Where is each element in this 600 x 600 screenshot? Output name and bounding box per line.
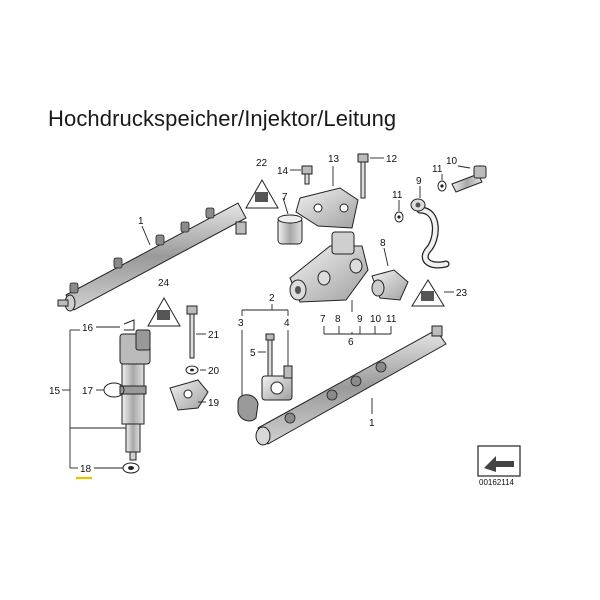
label-12: 12 (386, 154, 398, 165)
label-4: 4 (284, 318, 290, 329)
pressure-control-block (289, 231, 369, 303)
label-6: 6 (348, 337, 354, 348)
pipe-assembly (410, 198, 450, 269)
diagram-code: 00162114 (479, 478, 515, 487)
label-23: 23 (456, 288, 468, 299)
label-1-left: 1 (138, 216, 144, 227)
callout-bracket-6 (323, 300, 392, 335)
label-11-top: 11 (432, 164, 443, 175)
label-19: 19 (208, 398, 220, 409)
washer-18 (122, 462, 140, 474)
sleeve-7 (277, 214, 303, 245)
bolt-14 (301, 165, 313, 185)
label-14: 14 (277, 166, 289, 177)
label-17: 17 (82, 386, 94, 397)
label-10-bottom: 10 (370, 314, 382, 325)
bracket-13 (295, 187, 359, 229)
clip-16 (123, 319, 135, 331)
warning-symbol-23 (411, 279, 445, 307)
page-title: Hochdruckspeicher/Injektor/Leitung (48, 106, 397, 131)
washer-11-top (437, 180, 447, 192)
label-15: 15 (49, 386, 61, 397)
high-pressure-rail-left (57, 202, 247, 312)
high-pressure-rail-right (255, 325, 447, 446)
label-3: 3 (238, 318, 244, 329)
label-5: 5 (250, 348, 256, 359)
label-24: 24 (158, 278, 170, 289)
clamp-4 (261, 365, 293, 401)
clamp-19 (169, 379, 209, 411)
warning-symbol-24 (147, 296, 181, 327)
label-18: 18 (80, 464, 92, 475)
label-1-right: 1 (369, 418, 375, 429)
washer-20 (185, 365, 199, 375)
callout-bracket-15 (69, 329, 126, 469)
bolt-21 (186, 305, 198, 359)
label-9-bottom: 9 (357, 314, 363, 325)
label-7-top: 7 (282, 192, 288, 203)
label-7-bottom: 7 (320, 314, 326, 325)
warning-symbol-22 (245, 178, 279, 209)
label-21: 21 (208, 330, 220, 341)
injector (119, 329, 151, 461)
diagram-code-box (477, 445, 521, 477)
clamp-3 (237, 394, 259, 422)
washer-11-mid (394, 211, 404, 223)
callout-bracket-2 (241, 304, 289, 316)
label-20: 20 (208, 366, 220, 377)
label-11-bottom: 11 (386, 314, 397, 325)
label-11-mid: 11 (392, 190, 403, 201)
label-10-top: 10 (446, 156, 458, 167)
label-9-top: 9 (416, 176, 422, 187)
label-2: 2 (269, 293, 275, 304)
label-13: 13 (328, 154, 340, 165)
bolt-5 (265, 333, 275, 377)
sensor-8 (371, 269, 409, 301)
banjo-bolt-10 (451, 165, 487, 193)
bolt-12 (357, 153, 369, 199)
label-22: 22 (256, 158, 268, 169)
label-8-bottom: 8 (335, 314, 341, 325)
label-16: 16 (82, 323, 94, 334)
label-8-top: 8 (380, 238, 386, 249)
